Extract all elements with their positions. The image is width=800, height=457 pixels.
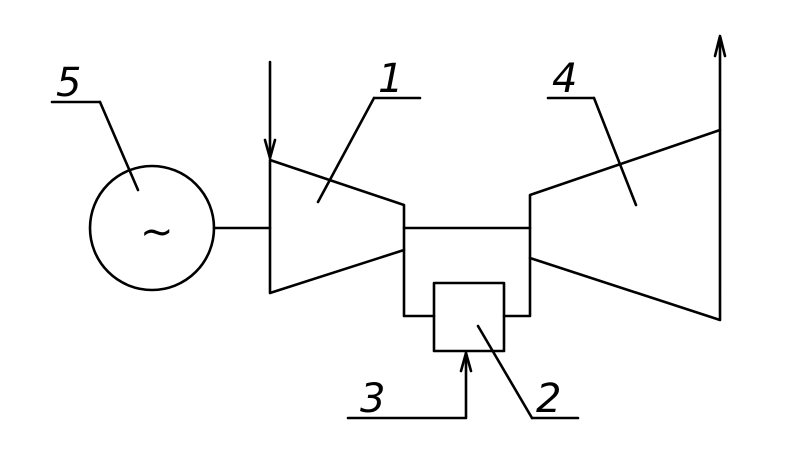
label-turbine: 4 bbox=[552, 56, 577, 102]
label-compressor: 1 bbox=[378, 56, 403, 102]
compressor bbox=[268, 158, 406, 295]
air-intake-arrowhead-icon bbox=[263, 138, 277, 160]
label-combustor: 2 bbox=[536, 376, 561, 422]
air-duct-to-combustor bbox=[402, 248, 436, 318]
label-1-leader bbox=[316, 96, 376, 204]
turbine bbox=[528, 128, 722, 322]
label-fuel-input: 3 bbox=[360, 376, 385, 422]
gas-duct-to-turbine bbox=[502, 256, 532, 318]
fuel-line bbox=[346, 351, 468, 420]
label-generator: 5 bbox=[56, 60, 81, 106]
exhaust-arrowhead-icon bbox=[713, 34, 727, 58]
compressor-body bbox=[268, 158, 406, 295]
label-4-leader bbox=[592, 96, 638, 207]
label-2-leader bbox=[476, 324, 534, 420]
generator: ~ bbox=[88, 164, 216, 292]
generator-symbol-icon: ~ bbox=[140, 209, 174, 255]
combustor bbox=[432, 281, 506, 353]
turbine-body bbox=[528, 128, 722, 322]
label-5-leader bbox=[98, 100, 140, 192]
fuel-arrowhead-icon bbox=[459, 351, 473, 373]
combustor-box bbox=[432, 281, 506, 353]
